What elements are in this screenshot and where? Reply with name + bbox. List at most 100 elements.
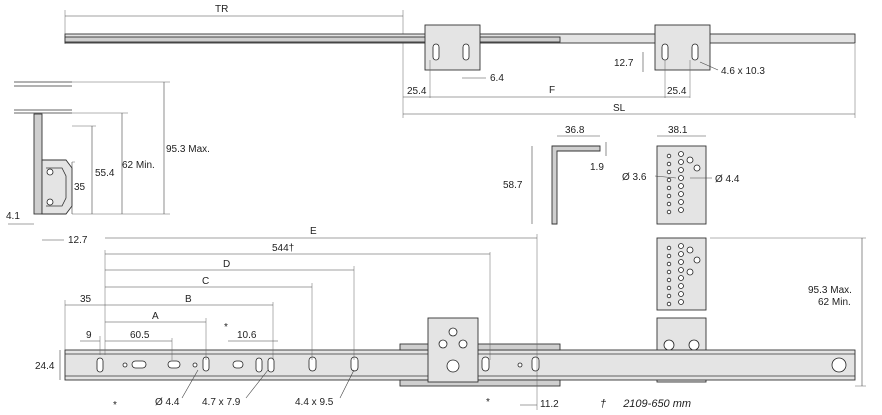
bracket-center-hole <box>678 207 684 213</box>
hole-4-4-bracket: Ø 4.4 <box>715 174 740 185</box>
dim-62-min: 62 Min. <box>122 160 155 171</box>
bracket-center-hole <box>678 275 684 281</box>
dim-25-4-right: 25.4 <box>667 86 687 97</box>
footnote: † 2109-650 mm <box>600 398 691 410</box>
rail-end-slot <box>831 357 847 373</box>
dim-62-min-right: 62 Min. <box>818 297 851 308</box>
rail-slot <box>531 356 540 372</box>
rail-slot <box>131 360 147 369</box>
bracket-slot <box>432 43 440 61</box>
bracket-center-hole <box>678 251 684 257</box>
side-section-view: 95.3 Max. 62 Min. 55.4 35 4.1 12.7 <box>6 81 210 246</box>
star-mark-2: * <box>224 322 228 333</box>
bracket-side-hole <box>666 253 672 259</box>
sl-label: SL <box>613 103 626 114</box>
dim-6-4: 6.4 <box>490 73 504 84</box>
bracket-center-hole <box>678 267 684 273</box>
bracket-mount-hole <box>693 256 701 264</box>
star-mark-1: * <box>113 400 117 411</box>
dim-11-2: 11.2 <box>540 399 559 410</box>
bracket-side-hole <box>666 153 672 159</box>
dim-e: E <box>310 226 317 237</box>
dim-c: C <box>202 276 209 287</box>
front-slide-view: E 544† D C B A 35 9 60.5 10.6 24.4 Ø 4.4… <box>35 226 866 411</box>
dim-60-5: 60.5 <box>130 330 150 341</box>
bracket-side-hole <box>666 185 672 191</box>
rail-slot <box>96 357 104 373</box>
slot-4-6x10-3: 4.6 x 10.3 <box>721 66 765 77</box>
top-slide-view: TR 25.4 6.4 F 25.4 SL 12.7 4.6 x 10.3 <box>64 4 856 118</box>
bracket-side-hole <box>666 161 672 167</box>
rail-pin <box>517 362 523 368</box>
inner-rail <box>64 36 561 43</box>
bracket-large-hole <box>688 339 700 351</box>
slot-4-7x7-9: 4.7 x 7.9 <box>202 397 241 408</box>
dim-d: D <box>223 259 230 270</box>
bracket-hole <box>438 339 448 349</box>
bracket-mount-hole <box>686 268 694 276</box>
bracket-center-hole <box>678 151 684 157</box>
dim-25-4-left: 25.4 <box>407 86 427 97</box>
bracket-center-hole <box>678 299 684 305</box>
bracket-center-hole <box>678 243 684 249</box>
bracket-side-hole <box>666 261 672 267</box>
bracket-center-hole <box>678 183 684 189</box>
rail-slot <box>167 360 181 369</box>
bracket-mount-hole <box>693 164 701 172</box>
bracket-large-hole <box>663 339 675 351</box>
bracket-side-hole <box>666 169 672 175</box>
hole-3-6: Ø 3.6 <box>622 172 647 183</box>
dim-55-4: 55.4 <box>95 168 115 179</box>
bracket-hole <box>446 359 460 373</box>
bracket-side-hole <box>666 177 672 183</box>
bracket-hole <box>448 327 458 337</box>
dim-58-7: 58.7 <box>503 180 523 191</box>
dim-24-4: 24.4 <box>35 361 55 372</box>
tr-label: TR <box>215 4 228 15</box>
bracket-side-hole <box>666 209 672 215</box>
dim-9: 9 <box>86 330 92 341</box>
dim-10-6: 10.6 <box>237 330 257 341</box>
slot-4-4x9-5: 4.4 x 9.5 <box>295 397 334 408</box>
rail-pin <box>192 362 198 368</box>
dim-95-3-max-right: 95.3 Max. <box>808 285 852 296</box>
dim-35-side: 35 <box>74 182 86 193</box>
dim-a: A <box>152 311 159 322</box>
angle-bracket-profile: 36.8 1.9 58.7 <box>503 125 607 225</box>
bracket-center-hole <box>678 199 684 205</box>
bracket-mount-hole <box>686 246 694 254</box>
bracket-center-hole <box>678 175 684 181</box>
f-label: F <box>549 85 555 96</box>
bracket-slot <box>661 43 669 61</box>
dim-b: B <box>185 294 192 305</box>
rail-slot <box>232 360 244 369</box>
bracket-center-hole <box>678 283 684 289</box>
dim-12-7-side: 12.7 <box>68 235 88 246</box>
dim-38-1: 38.1 <box>668 125 688 136</box>
bracket-side-hole <box>666 285 672 291</box>
rail-slot <box>350 356 359 372</box>
dim-544: 544† <box>272 243 294 254</box>
bracket-side-hole <box>666 201 672 207</box>
bracket-side-hole <box>666 245 672 251</box>
rail-slot <box>481 356 490 372</box>
dim-12-7-top: 12.7 <box>614 58 634 69</box>
bracket-center-hole <box>678 259 684 265</box>
rail-slot <box>267 357 275 373</box>
bracket-mount-hole <box>686 156 694 164</box>
bracket-center-hole <box>678 159 684 165</box>
l-bracket-shape <box>551 145 601 225</box>
bracket-center-hole <box>678 291 684 297</box>
bracket-plate-lower <box>656 237 707 311</box>
dim-1-9: 1.9 <box>590 162 604 173</box>
footnote-text: 2109-650 mm <box>623 398 692 410</box>
bracket-face-view: 38.1 Ø 3.6 Ø 4.4 <box>622 125 740 383</box>
bracket-center-hole <box>678 191 684 197</box>
bracket-side-hole <box>666 301 672 307</box>
rail-slot <box>255 357 263 373</box>
dim-36-8: 36.8 <box>565 125 585 136</box>
bracket-side-hole <box>666 293 672 299</box>
side-cabinet-wall <box>33 113 43 215</box>
bracket-side-hole <box>666 193 672 199</box>
